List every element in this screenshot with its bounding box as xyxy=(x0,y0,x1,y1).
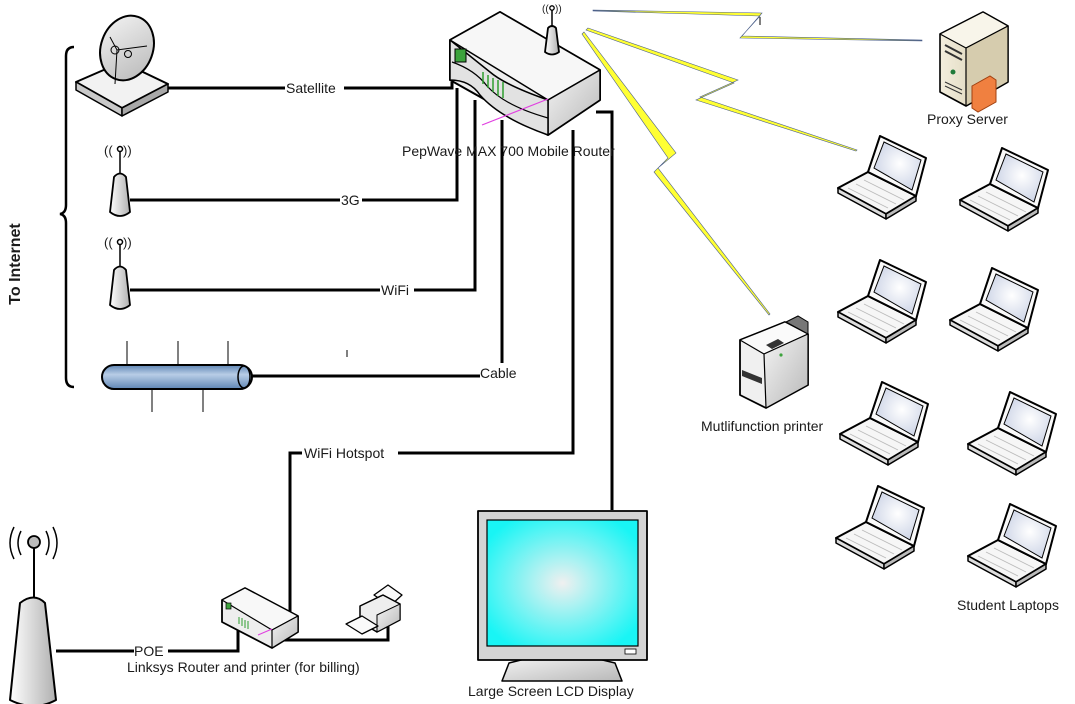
svg-text:((: (( xyxy=(104,143,113,158)
to-internet-label: To Internet xyxy=(7,223,24,305)
link-label-3g: 3G xyxy=(341,192,360,208)
laptop-icon xyxy=(959,147,1049,232)
monitor-icon xyxy=(477,510,648,682)
laptop-icon xyxy=(835,485,925,570)
svg-text:((: (( xyxy=(104,235,113,250)
link-label-cable: Cable xyxy=(480,365,517,381)
laptop-icon xyxy=(949,267,1039,352)
billing-printer-icon xyxy=(345,584,403,635)
printer-label: Mutlifunction printer xyxy=(701,418,824,434)
laptop-icon xyxy=(967,503,1057,588)
internet-brace xyxy=(59,45,75,389)
cable-bus-icon xyxy=(101,341,348,412)
lcd-display-label: Large Screen LCD Display xyxy=(468,683,634,699)
link-label-wifi: WiFi xyxy=(381,282,409,298)
link-label-wifi-hotspot: WiFi Hotspot xyxy=(304,445,384,461)
wired-links xyxy=(56,82,614,653)
router-label: PepWave MAX 700 Mobile Router xyxy=(402,143,615,159)
svg-text:)): )) xyxy=(123,143,132,158)
proxy-server-label: Proxy Server xyxy=(927,111,1008,127)
link-label-satellite: Satellite xyxy=(286,80,336,96)
laptops-label: Student Laptops xyxy=(957,597,1059,613)
router-icon: (( )) xyxy=(449,4,601,136)
laptop-icon xyxy=(837,259,927,344)
wifi-antenna-icon: (( )) xyxy=(104,235,132,310)
svg-text:)): )) xyxy=(123,235,132,250)
link-label-poe: POE xyxy=(134,643,164,659)
cell-antenna-icon: (( )) xyxy=(104,143,132,217)
linksys-label: Linksys Router and printer (for billing) xyxy=(127,659,360,675)
satellite-dish-icon xyxy=(75,14,169,117)
laptop-icon xyxy=(839,381,929,466)
laptop-icon xyxy=(967,391,1057,476)
linksys-router-icon xyxy=(221,587,299,649)
svg-text:((: (( xyxy=(542,4,549,15)
hotspot-antenna-icon xyxy=(9,526,58,704)
laptop-icon xyxy=(837,135,927,220)
wireless-link-laptop xyxy=(585,27,858,152)
wireless-link-proxy xyxy=(592,9,923,42)
wireless-link-printer xyxy=(581,31,771,316)
server-icon xyxy=(939,11,1009,113)
wireless-links xyxy=(581,9,923,316)
svg-text:)): )) xyxy=(555,4,562,15)
printer-icon xyxy=(739,315,809,409)
